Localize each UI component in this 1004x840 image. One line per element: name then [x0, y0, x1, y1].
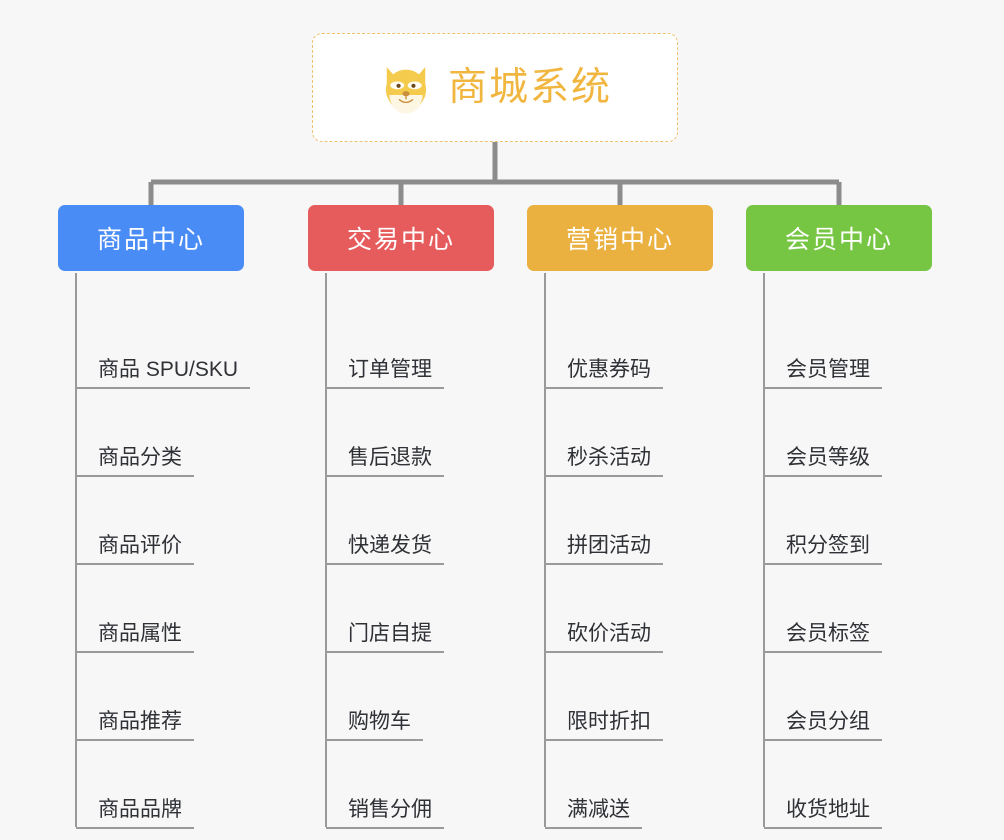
leaf-item[interactable]: 秒杀活动	[545, 389, 713, 477]
leaf-label: 商品评价	[76, 534, 194, 565]
category-header-2[interactable]: 交易中心	[308, 205, 494, 271]
category-label: 商品中心	[96, 226, 205, 254]
leaf-item[interactable]: 售后退款	[326, 389, 494, 477]
leaf-item[interactable]: 商品品牌	[76, 741, 244, 829]
leaf-item[interactable]: 收货地址	[764, 741, 932, 829]
leaf-label: 商品属性	[76, 622, 194, 653]
shiba-dog-icon	[385, 66, 427, 113]
category-header-4[interactable]: 会员中心	[746, 205, 932, 271]
leaf-label: 砍价活动	[545, 622, 663, 653]
leaf-label: 优惠券码	[545, 358, 663, 389]
leaf-label: 拼团活动	[545, 534, 663, 565]
leaf-item[interactable]: 商品 SPU/SKU	[76, 301, 251, 389]
leaf-item[interactable]: 砍价活动	[545, 565, 713, 653]
leaf-item[interactable]: 会员等级	[764, 389, 932, 477]
category-header-1[interactable]: 商品中心	[58, 205, 244, 271]
leaf-item[interactable]: 商品推荐	[76, 653, 244, 741]
category-label: 营销中心	[565, 226, 674, 254]
leaf-item[interactable]: 购物车	[326, 653, 494, 741]
branch-column: 交易中心订单管理售后退款快递发货门店自提购物车销售分佣	[308, 205, 494, 829]
leaf-item[interactable]: 会员标签	[764, 565, 932, 653]
leaf-list: 订单管理售后退款快递发货门店自提购物车销售分佣	[308, 301, 494, 829]
leaf-label: 商品分类	[76, 446, 194, 477]
leaf-label: 商品推荐	[76, 710, 194, 741]
leaf-item[interactable]: 会员管理	[764, 301, 932, 389]
leaf-label: 购物车	[326, 710, 423, 741]
leaf-label: 限时折扣	[545, 710, 663, 741]
leaf-item[interactable]: 优惠券码	[545, 301, 713, 389]
leaf-label: 满减送	[545, 798, 642, 829]
leaf-item[interactable]: 门店自提	[326, 565, 494, 653]
leaf-label: 门店自提	[326, 622, 444, 653]
leaf-list: 商品 SPU/SKU 商品分类商品评价商品属性商品推荐商品品牌	[58, 301, 251, 829]
leaf-item[interactable]: 商品评价	[76, 477, 244, 565]
leaf-label: 会员标签	[764, 622, 882, 653]
leaf-item[interactable]: 限时折扣	[545, 653, 713, 741]
category-label: 会员中心	[784, 226, 893, 254]
branch-column: 营销中心优惠券码秒杀活动拼团活动砍价活动限时折扣满减送	[527, 205, 713, 829]
leaf-item[interactable]: 会员分组	[764, 653, 932, 741]
leaf-label: 订单管理	[326, 358, 444, 389]
branch-column: 会员中心会员管理会员等级积分签到会员标签会员分组收货地址	[746, 205, 932, 829]
leaf-label: 商品 SPU/SKU	[76, 358, 251, 389]
leaf-list: 优惠券码秒杀活动拼团活动砍价活动限时折扣满减送	[527, 301, 713, 829]
leaf-label: 积分签到	[764, 534, 882, 565]
leaf-list: 会员管理会员等级积分签到会员标签会员分组收货地址	[746, 301, 932, 829]
leaf-label: 会员等级	[764, 446, 882, 477]
leaf-label: 会员分组	[764, 710, 882, 741]
leaf-label: 快递发货	[326, 534, 444, 565]
leaf-label: 商品品牌	[76, 798, 194, 829]
leaf-item[interactable]: 销售分佣	[326, 741, 494, 829]
category-header-3[interactable]: 营销中心	[527, 205, 713, 271]
leaf-item[interactable]: 商品分类	[76, 389, 244, 477]
leaf-item[interactable]: 积分签到	[764, 477, 932, 565]
leaf-label: 销售分佣	[326, 798, 444, 829]
leaf-item[interactable]: 订单管理	[326, 301, 494, 389]
leaf-item[interactable]: 拼团活动	[545, 477, 713, 565]
leaf-item[interactable]: 商品属性	[76, 565, 244, 653]
branch-column: 商品中心商品 SPU/SKU 商品分类商品评价商品属性商品推荐商品品牌	[58, 205, 251, 829]
leaf-item[interactable]: 满减送	[545, 741, 713, 829]
root-title: 商城系统	[447, 66, 612, 109]
category-label: 交易中心	[346, 226, 455, 254]
leaf-label: 售后退款	[326, 446, 444, 477]
leaf-item[interactable]: 快递发货	[326, 477, 494, 565]
leaf-label: 收货地址	[764, 798, 882, 829]
root-node[interactable]: 商城系统	[312, 33, 678, 142]
leaf-label: 会员管理	[764, 358, 882, 389]
leaf-label: 秒杀活动	[545, 446, 663, 477]
